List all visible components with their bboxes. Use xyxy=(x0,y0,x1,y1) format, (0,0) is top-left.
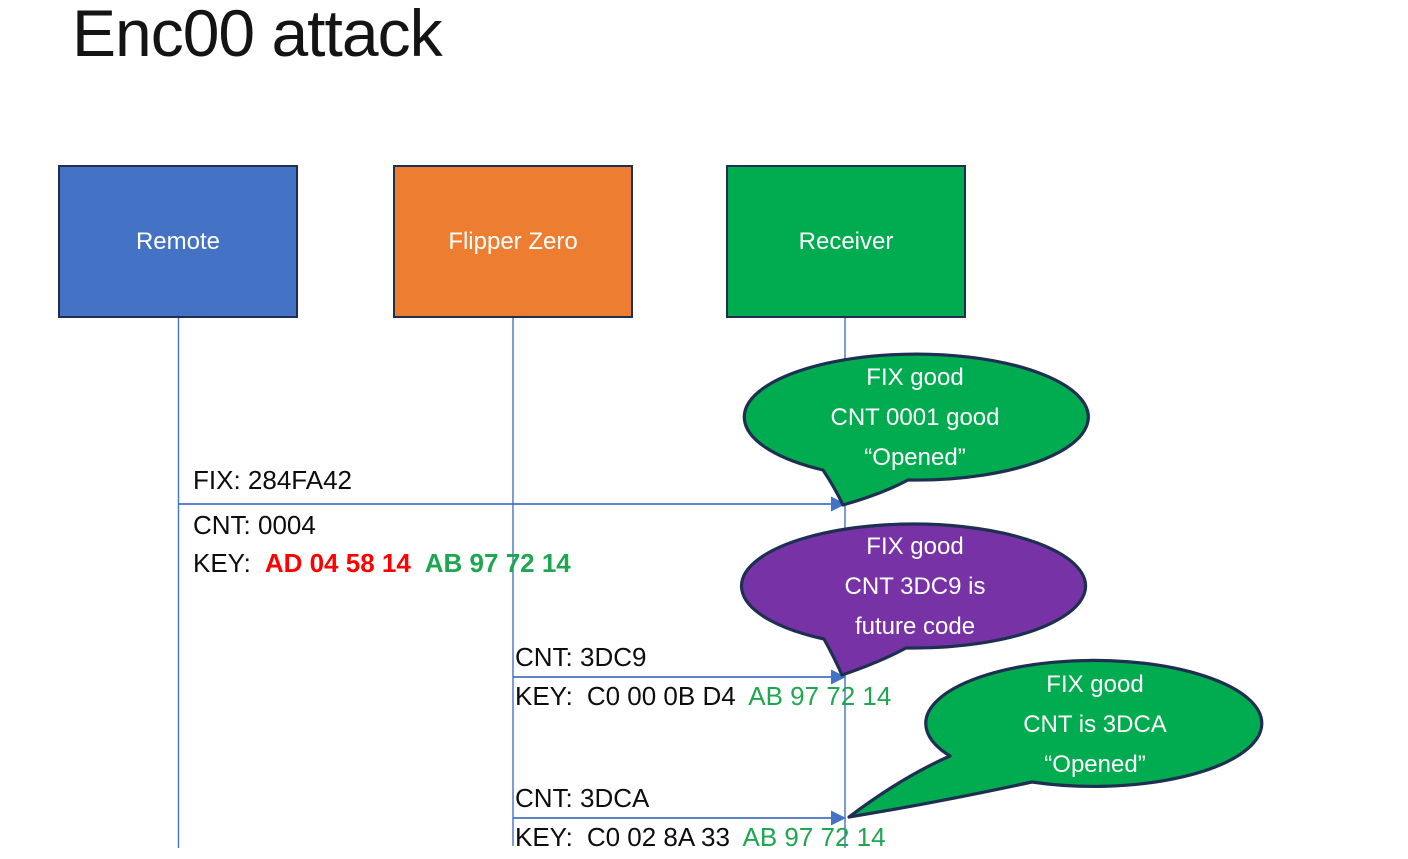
callout-1-line-3: “Opened” xyxy=(864,444,966,471)
message-3-cnt-label: CNT: 3DCA xyxy=(515,783,650,813)
message-3-key-label: KEY: C0 02 8A 33 AB 97 72 14 xyxy=(515,822,886,853)
message-1-key-prefix: KEY: xyxy=(193,548,251,578)
message-1-arrowhead-icon xyxy=(831,496,846,512)
actor-box-remote: Remote xyxy=(58,165,298,318)
callout-2-bubble xyxy=(739,522,1088,677)
message-2-key-label: KEY: C0 00 0B D4 AB 97 72 14 xyxy=(515,681,892,712)
message-3-key-fixed: AB 97 72 14 xyxy=(742,822,886,852)
callout-1-text: FIX good CNT 0001 good “Opened” xyxy=(755,358,1075,478)
callout-2-line-3: future code xyxy=(854,613,976,640)
message-2-arrowhead-icon xyxy=(831,669,846,685)
callout-3-line-1: FIX good xyxy=(1046,671,1144,698)
message-2-key-rolling: C0 00 0B D4 xyxy=(586,681,736,711)
slide-title: Enc00 attack xyxy=(72,0,443,70)
message-3-arrowhead-icon xyxy=(831,810,846,826)
message-1-fix-label: FIX: 284FA42 xyxy=(193,465,352,495)
actor-box-receiver: Receiver xyxy=(726,165,966,318)
message-1-cnt-label: CNT: 0004 xyxy=(193,510,316,540)
callout-2-line-1: FIX good xyxy=(866,533,964,560)
message-2-cnt-label: CNT: 3DC9 xyxy=(515,642,647,672)
message-2-key-prefix: KEY: xyxy=(515,681,573,711)
callout-2-line-2: CNT 3DC9 is xyxy=(844,573,986,600)
message-1-key-label: KEY: AD 04 58 14 AB 97 72 14 xyxy=(193,548,571,579)
callout-1-bubble xyxy=(742,352,1090,507)
callout-2-text: FIX good CNT 3DC9 is future code xyxy=(755,527,1075,647)
message-2-key-fixed: AB 97 72 14 xyxy=(748,681,892,711)
message-1-key-rolling: AD 04 58 14 xyxy=(264,548,411,578)
message-1-key-fixed: AB 97 72 14 xyxy=(424,548,571,578)
callout-3-line-3: “Opened” xyxy=(1044,751,1146,778)
actor-label-flipper-zero: Flipper Zero xyxy=(448,227,578,255)
actor-label-remote: Remote xyxy=(135,227,221,255)
callout-3-line-2: CNT is 3DCA xyxy=(1023,711,1167,738)
callout-1-line-1: FIX good xyxy=(866,364,964,391)
callout-3-text: FIX good CNT is 3DCA “Opened” xyxy=(935,665,1255,785)
callout-1-line-2: CNT 0001 good xyxy=(830,404,1000,431)
message-3-key-prefix: KEY: xyxy=(515,822,573,852)
callout-3-bubble xyxy=(847,658,1264,819)
actor-box-flipper-zero: Flipper Zero xyxy=(393,165,633,318)
message-3-key-rolling: C0 02 8A 33 xyxy=(586,822,730,852)
actor-label-receiver: Receiver xyxy=(798,227,894,255)
